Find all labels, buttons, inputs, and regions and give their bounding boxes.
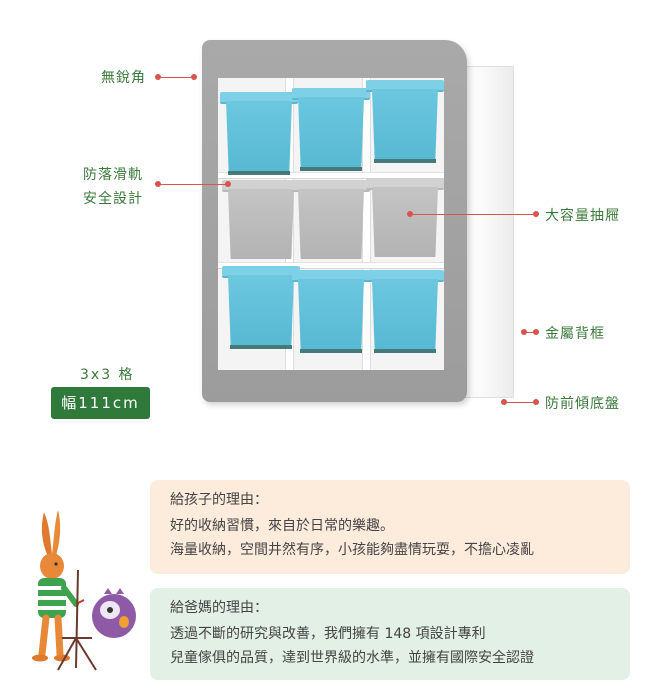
storage-bin-gray	[366, 178, 444, 258]
callout-dot	[533, 329, 539, 335]
storage-bin-blue	[222, 266, 300, 349]
parents-reason-line: 兒童傢俱的品質，達到世界級的水準，並擁有國際安全認證	[170, 650, 534, 666]
callout-metal-back-frame: 金屬背框	[545, 326, 605, 342]
callout-dot	[521, 329, 527, 335]
kids-reason-panel: 給孩子的理由： 好的收納習慣，來自於日常的樂趣。 海量收納，空間井然有序，小孩能…	[150, 480, 630, 574]
callout-dot	[155, 74, 161, 80]
callout-dot	[225, 181, 231, 187]
callout-leader-line	[158, 77, 194, 78]
callout-leader-line	[410, 214, 536, 215]
callout-dot	[501, 399, 507, 405]
callout-dot	[191, 74, 197, 80]
kids-reason-line: 好的收納習慣，來自於日常的樂趣。	[170, 518, 394, 534]
storage-bin-blue	[366, 80, 444, 163]
callout-dot	[407, 211, 413, 217]
callout-safety-design: 安全設計	[83, 191, 143, 207]
storage-bin-blue	[220, 92, 298, 175]
callout-anti-tip-base: 防前傾底盤	[545, 396, 620, 412]
callout-no-sharp-corners: 無銳角	[101, 70, 146, 86]
parents-reason-title: 給爸媽的理由：	[170, 600, 268, 616]
storage-bin-gray	[222, 180, 300, 260]
parents-reason-panel: 給爸媽的理由： 透過不斷的研究與改善，我們擁有 148 項設計專利 兒童傢俱的品…	[150, 588, 630, 680]
storage-bin-blue	[292, 88, 370, 171]
callout-leader-line	[524, 332, 536, 333]
width-spec-badge: 幅111cm	[51, 387, 150, 419]
storage-bin-blue	[366, 270, 444, 353]
callout-leader-line	[504, 402, 536, 403]
cabinet-shelf	[218, 172, 444, 179]
callout-dot	[155, 181, 161, 187]
callout-large-drawer: 大容量抽屜	[545, 208, 620, 224]
parents-reason-line: 透過不斷的研究與改善，我們擁有 148 項設計專利	[170, 626, 486, 642]
callout-anti-drop-rail: 防落滑軌	[83, 167, 143, 183]
kids-reason-line: 海量收納，空間井然有序，小孩能夠盡情玩耍，不擔心凌亂	[170, 542, 534, 558]
callout-leader-line	[158, 184, 228, 185]
rabbit-easel-illustration	[32, 510, 136, 671]
storage-bin-blue	[292, 270, 370, 353]
callout-dot	[533, 399, 539, 405]
storage-bin-gray	[292, 180, 370, 260]
callout-dot	[533, 211, 539, 217]
kids-reason-title: 給孩子的理由：	[170, 492, 268, 508]
cabinet-shelf	[218, 262, 444, 269]
grid-spec-label: 3x3 格	[80, 367, 135, 383]
